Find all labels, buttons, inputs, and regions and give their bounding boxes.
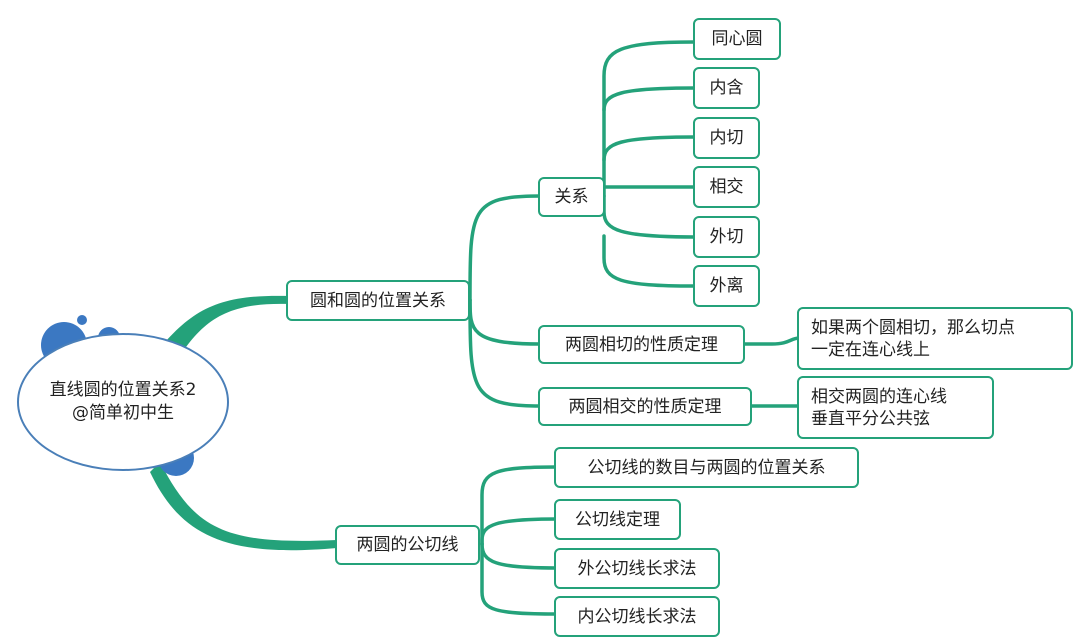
node-label: 外离	[709, 276, 744, 296]
node-relation-separate[interactable]: 外离	[693, 265, 760, 307]
node-label: 关系	[554, 187, 589, 207]
node-label: 两圆相交的性质定理	[568, 396, 722, 417]
detail-line-2: 垂直平分公共弦	[811, 408, 930, 429]
connector-common-1	[480, 465, 558, 546]
connector-common-3	[480, 542, 558, 570]
root-title: 直线圆的位置关系2	[49, 380, 197, 400]
node-intersect-theorem[interactable]: 两圆相交的性质定理	[538, 387, 752, 426]
node-label: 外公切线长求法	[577, 558, 697, 579]
connector-tangent-theorem	[468, 298, 542, 346]
node-label: 两圆相切的性质定理	[565, 334, 718, 355]
connector-item-3	[602, 135, 696, 162]
connector-relations	[468, 194, 542, 302]
connector-common-4	[480, 542, 558, 616]
connector-item-2	[602, 86, 696, 112]
bubble-small	[77, 315, 87, 325]
connector-item-6	[602, 234, 696, 288]
node-common-tangent-theorem[interactable]: 公切线定理	[554, 499, 681, 540]
detail-line-1: 相交两圆的连心线	[811, 386, 947, 407]
main-branch-lower	[150, 462, 337, 551]
node-tangent-theorem[interactable]: 两圆相切的性质定理	[538, 325, 745, 364]
node-label: 公切线的数目与两圆的位置关系	[587, 457, 826, 478]
node-tangent-detail[interactable]: 如果两个圆相切，那么切点 一定在连心线上	[797, 307, 1073, 370]
node-common-tangent[interactable]: 两圆的公切线	[335, 525, 480, 565]
node-relation-concentric[interactable]: 同心圆	[693, 18, 781, 60]
node-label: 内公切线长求法	[577, 606, 697, 627]
node-intersect-detail[interactable]: 相交两圆的连心线 垂直平分公共弦	[797, 376, 994, 439]
node-common-tangent-count[interactable]: 公切线的数目与两圆的位置关系	[554, 447, 859, 488]
node-relation-internal-tangent[interactable]: 内切	[693, 117, 760, 159]
node-label: 同心圆	[711, 29, 763, 49]
node-label: 公切线定理	[575, 509, 660, 530]
connector-item-5	[602, 194, 696, 239]
node-label: 内含	[709, 78, 744, 98]
node-external-tangent-length[interactable]: 外公切线长求法	[554, 548, 720, 589]
node-relation-intersect[interactable]: 相交	[693, 166, 760, 208]
node-label: 内切	[709, 128, 744, 148]
connector-tangent-detail	[743, 336, 802, 346]
node-circle-position-relations[interactable]: 圆和圆的位置关系	[286, 280, 470, 321]
node-label: 外切	[709, 227, 744, 247]
node-relation-contain[interactable]: 内含	[693, 67, 760, 109]
connector-common-2	[480, 517, 558, 546]
connector-intersect-theorem	[468, 298, 542, 408]
detail-line-2: 一定在连心线上	[811, 339, 930, 360]
connector-item-1	[602, 40, 696, 198]
node-label: 圆和圆的位置关系	[310, 290, 446, 311]
root-node[interactable]: 直线圆的位置关系2 @简单初中生	[17, 333, 229, 471]
root-subtitle: @简单初中生	[72, 403, 174, 423]
node-relation-external-tangent[interactable]: 外切	[693, 216, 760, 258]
node-label: 相交	[709, 177, 744, 197]
node-internal-tangent-length[interactable]: 内公切线长求法	[554, 596, 720, 637]
node-label: 两圆的公切线	[356, 535, 459, 555]
detail-line-1: 如果两个圆相切，那么切点	[811, 317, 1015, 338]
node-relations[interactable]: 关系	[538, 177, 605, 217]
